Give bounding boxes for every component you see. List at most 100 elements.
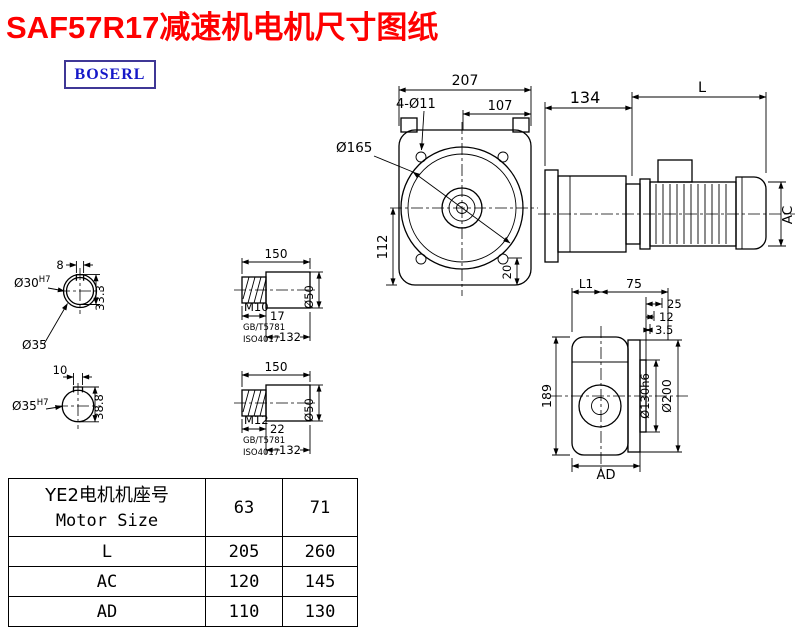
dim-L-label: L: [698, 80, 706, 96]
dim-key-depth-top: 33.3: [81, 274, 107, 311]
value-AD-63: 110: [205, 596, 283, 627]
bore-dia-top-label: Ø30H7: [14, 275, 51, 290]
table-row-AD: AD 110 130: [8, 596, 358, 627]
dim-key-width-bottom: 10: [53, 363, 92, 385]
dim-207-label: 207: [452, 73, 479, 89]
label-bore-top: Ø30H7: [14, 275, 65, 293]
side-view: 134 L AC: [538, 80, 796, 263]
dim-3-5-label: 3.5: [655, 323, 673, 337]
label-bore-bottom: Ø35H7: [12, 398, 63, 413]
table-row-L: L 205 260: [8, 536, 358, 567]
bolt-holes-label: 4-Ø11: [396, 97, 436, 112]
dim-shaft-dia-bottom: Ø50: [302, 384, 323, 422]
value-AC-63: 120: [205, 566, 283, 597]
std-iso-bottom: ISO4017: [243, 448, 279, 458]
dim-L1-label: L1: [579, 277, 593, 291]
gearbox-rear-outline: [571, 336, 647, 456]
dim-spigot-dia: Ø130h6: [638, 359, 660, 433]
header-en: Motor Size: [55, 510, 159, 531]
dim-key-width-top: 8: [56, 258, 93, 273]
flange-spigot-edge: [639, 359, 647, 433]
dim-key-depth-bottom: 38.8: [79, 386, 106, 423]
dim-132-top-label: 132: [279, 330, 301, 344]
dim-12-label: 12: [659, 310, 674, 324]
std-gb-top: GB/T5781: [243, 323, 285, 333]
dim-134-label: 134: [570, 88, 601, 107]
bore-section-top: 8 Ø30H7 33.3 Ø35: [14, 258, 107, 352]
row-label-AD: AD: [8, 596, 206, 627]
shaft-detail-top: 150 M10 17 GB/T5781 ISO4017 132 Ø50: [234, 247, 323, 345]
dim-front-width: 207: [398, 73, 532, 126]
std-iso-top: ISO4017: [243, 335, 279, 345]
value-L-63: 205: [205, 536, 283, 567]
brand-logo: BOSERL: [64, 60, 156, 89]
bore-dia-bottom-label: Ø35H7: [12, 398, 49, 413]
gearmotor-side-outline: [538, 159, 795, 263]
brand-text: BOSERL: [74, 65, 146, 83]
flange-od-label: Ø200: [659, 379, 674, 413]
dim-75-label: 75: [626, 276, 642, 291]
value-AD-71: 130: [282, 596, 358, 627]
terminal-box: [657, 159, 693, 183]
row-label-AC: AC: [8, 566, 206, 597]
shaft-outline-bottom: [241, 384, 311, 422]
thread-label-top: M10: [244, 300, 269, 314]
shaft-length-label: 150: [265, 247, 288, 261]
thread-label-bottom: M12: [244, 413, 269, 427]
motor-size-table: YE2电机机座号 Motor Size 63 71 L 205 260 AC 1…: [8, 478, 358, 627]
rear-view: L1 75 25 12 3.5: [539, 276, 690, 483]
dim-12: 12: [645, 310, 674, 324]
key-depth-bottom-label: 38.8: [92, 394, 106, 420]
dim-shaft-length-top: 150: [241, 247, 311, 274]
dim-L1: L1: [571, 277, 602, 332]
dim-AD-label: AD: [597, 468, 616, 483]
gearbox-front-outline: [390, 117, 538, 296]
dim-AC-label: AC: [780, 206, 796, 224]
size-col-63: 63: [205, 478, 283, 537]
dim-25: 25: [645, 297, 682, 360]
dim-107-label: 107: [488, 99, 513, 114]
table-header-row: YE2电机机座号 Motor Size 63 71: [8, 478, 358, 537]
std-gb-bottom: GB/T5781: [243, 436, 285, 446]
label-outer-dia: Ø35: [22, 303, 68, 352]
dim-shaft-dia-top: Ø50: [302, 271, 323, 309]
dim-AC: AC: [768, 181, 796, 247]
dim-20: 20: [500, 257, 522, 286]
flange-dia-label: Ø165: [336, 140, 372, 156]
page-title: SAF57R17减速机电机尺寸图纸: [6, 10, 439, 45]
size-col-71: 71: [282, 478, 358, 537]
dim-AD: AD: [571, 434, 641, 483]
dim-134: 134: [544, 88, 633, 176]
keyway: [72, 386, 84, 393]
bore-section-bottom: 10 Ø35H7 38.8: [12, 363, 106, 429]
label-flange-dia: Ø165: [336, 140, 511, 244]
dim-107: 107: [462, 99, 532, 130]
key-width-bottom-label: 10: [53, 363, 68, 377]
dim-motor-length: L: [631, 80, 767, 173]
spigot-dia-label: Ø130h6: [638, 373, 652, 419]
bore-fit: H7: [39, 275, 51, 285]
fan-cover: [735, 176, 767, 250]
dim-20-label: 20: [500, 265, 514, 280]
key-width-top-label: 8: [56, 258, 63, 272]
front-view: 207 107 4-Ø11 Ø165 112: [336, 73, 538, 296]
shaft-detail-bottom: 150 M12 22 GB/T5781 ISO4017 132 Ø50: [234, 360, 323, 458]
thread-length-label: 17: [270, 309, 285, 323]
bore-fit: H7: [37, 398, 49, 408]
header-motor-size: YE2电机机座号 Motor Size: [8, 478, 206, 537]
motor-fins: [655, 184, 727, 244]
shaft-dia-bottom-label: Ø50: [302, 398, 316, 422]
keyway: [75, 273, 85, 281]
bore-value: Ø35: [12, 399, 37, 413]
label-bolt-holes: 4-Ø11: [396, 97, 436, 151]
dim-flange-dia: Ø200: [640, 339, 682, 453]
shaft-dia-top-label: Ø50: [302, 285, 316, 309]
table-row-AC: AC 120 145: [8, 566, 358, 597]
thread-hatch: [242, 389, 267, 417]
value-L-71: 260: [282, 536, 358, 567]
thread-length-label: 22: [270, 422, 285, 436]
row-label-L: L: [8, 536, 206, 567]
bore-value: Ø30: [14, 276, 39, 290]
